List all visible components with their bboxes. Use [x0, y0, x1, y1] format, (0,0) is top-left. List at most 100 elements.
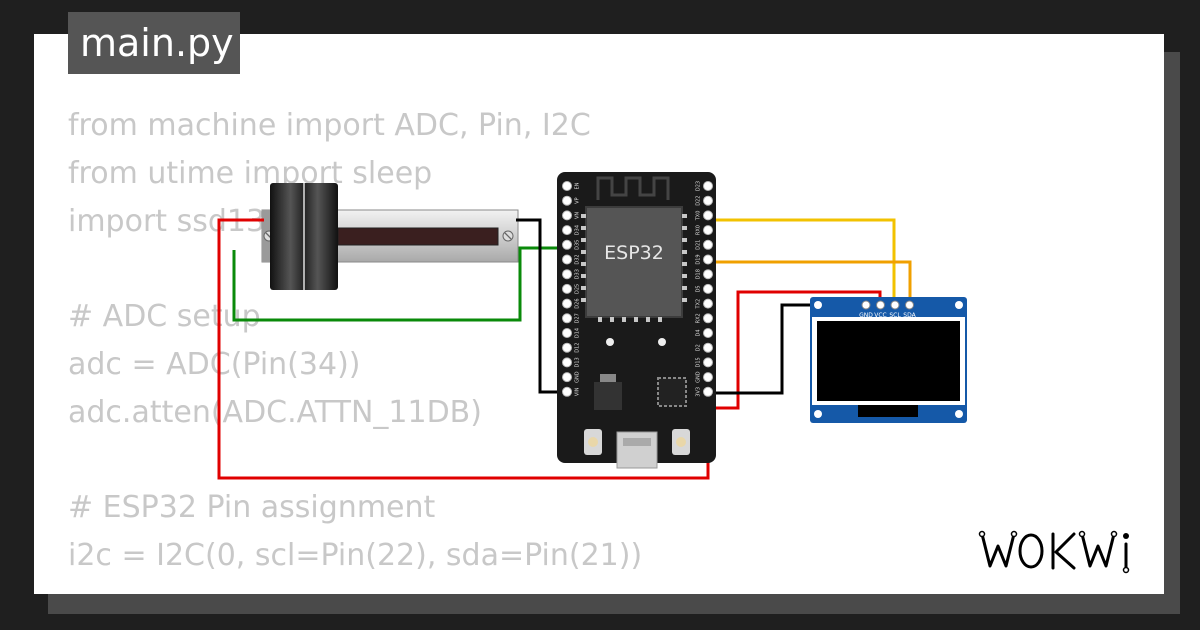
led-dot	[658, 338, 666, 346]
oled-pin-sda[interactable]	[905, 300, 914, 310]
pin-label: D34	[575, 225, 581, 235]
pin-gnd[interactable]	[562, 372, 572, 383]
pin-d23[interactable]	[703, 181, 713, 191]
pin-label: RX0	[696, 225, 702, 235]
pin-label: D4	[696, 329, 702, 336]
pin-vin[interactable]	[562, 386, 572, 397]
mount-hole	[955, 301, 963, 309]
pin-tx0[interactable]	[703, 210, 713, 221]
wire-red-oled-vcc	[708, 290, 882, 410]
pin-d35[interactable]	[562, 239, 572, 250]
pin-d25[interactable]	[562, 283, 572, 294]
pin-label: D21	[696, 240, 702, 250]
oled-pin-scl[interactable]	[890, 300, 900, 310]
pin-label: D13	[575, 357, 581, 367]
pin-d2[interactable]	[703, 342, 713, 353]
oled-pin-header[interactable]	[861, 300, 914, 310]
pin-label: D32	[575, 254, 581, 264]
pin-label: GND	[575, 371, 581, 383]
pin-en[interactable]	[562, 181, 572, 191]
wire-orange-sda	[708, 260, 912, 305]
pin-label: VN	[575, 212, 581, 219]
pin-3v3[interactable]	[703, 386, 713, 397]
pin-label: EN	[575, 182, 581, 189]
oled-pin-label: SDA	[903, 312, 916, 319]
oled-pin-label: GND	[859, 312, 873, 319]
pin-label: VP	[575, 197, 581, 203]
code-line: # ESP32 Pin assignment	[68, 490, 436, 526]
pin-label: D33	[575, 269, 581, 279]
pin-label: VIN	[575, 387, 581, 396]
mount-hole	[955, 410, 963, 418]
right-pin-labels: D23D22TX0RX0D21D19D18D5TX2RX2D4D2D15GND3…	[696, 181, 702, 397]
pin-d22[interactable]	[703, 195, 713, 206]
usb-uart-chip	[657, 377, 687, 407]
pin-label: RX2	[696, 313, 702, 323]
mount-hole	[814, 301, 822, 309]
pin-label: D19	[696, 254, 702, 264]
wokwi-logo	[978, 530, 1130, 574]
left-pin-header[interactable]	[562, 181, 572, 397]
pin-d32[interactable]	[562, 254, 572, 265]
pin-label: D2	[696, 344, 702, 351]
pin-d14[interactable]	[562, 328, 572, 338]
voltage-regulator	[594, 382, 622, 410]
pin-label: 3V3	[696, 387, 702, 397]
code-line: adc = ADC(Pin(34))	[68, 346, 361, 382]
pin-rx2[interactable]	[703, 313, 713, 324]
oled-pin-gnd[interactable]	[861, 300, 871, 310]
pin-rx0[interactable]	[703, 225, 713, 236]
pin-label: D23	[696, 181, 702, 191]
pin-d13[interactable]	[562, 357, 572, 368]
pin-d21[interactable]	[703, 239, 713, 250]
code-line: from machine import ADC, Pin, I2C	[68, 108, 591, 143]
pin-label: D27	[575, 313, 581, 323]
pin-d26[interactable]	[562, 298, 572, 309]
pin-d33[interactable]	[562, 269, 572, 280]
esp32-chip-label: ESP32	[604, 242, 664, 264]
pin-d4[interactable]	[703, 328, 713, 338]
pin-label: D25	[575, 284, 581, 294]
pin-label: D18	[696, 269, 702, 279]
pin-vp[interactable]	[562, 195, 572, 206]
oled-pin-vcc[interactable]	[876, 300, 885, 310]
wire-green-signal	[232, 246, 567, 322]
mount-hole	[814, 410, 822, 418]
esp32-board[interactable]: ESP32 ENVPVND34D35D32D33D25D26D27D14D12D…	[557, 172, 716, 469]
pin-label: D14	[575, 328, 581, 338]
oled-pin-label: VCC	[874, 312, 886, 319]
led-dot	[606, 338, 614, 346]
oled-pin-label: SCL	[889, 312, 901, 319]
pin-d15[interactable]	[703, 357, 713, 368]
micro-usb-port	[616, 431, 658, 469]
pin-d19[interactable]	[703, 254, 713, 265]
pin-label: TX2	[696, 299, 702, 310]
pot-track	[337, 227, 499, 246]
code-line: adc.atten(ADC.ATTN_11DB)	[68, 394, 482, 430]
pin-label: D35	[575, 240, 581, 250]
code-line: i2c = I2C(0, scl=Pin(22), sda=Pin(21))	[68, 538, 643, 574]
pin-d5[interactable]	[703, 283, 713, 294]
pin-label: D22	[696, 196, 702, 206]
wire-black-gnd-pot	[516, 218, 567, 394]
pin-gnd[interactable]	[703, 372, 713, 383]
pin-tx2[interactable]	[703, 298, 713, 309]
slide-potentiometer[interactable]	[261, 183, 519, 290]
pin-d18[interactable]	[703, 269, 713, 280]
right-pin-header[interactable]	[703, 181, 713, 397]
pin-d12[interactable]	[562, 342, 572, 353]
pin-label: TX0	[696, 211, 702, 222]
esp32-module	[585, 206, 683, 318]
module-castellations	[581, 214, 687, 322]
pin-label: D26	[575, 298, 581, 308]
oled-ribbon	[858, 405, 918, 417]
pin-vn[interactable]	[562, 210, 572, 221]
pin-d27[interactable]	[562, 313, 572, 324]
file-tab-main-py[interactable]: main.py	[68, 12, 240, 74]
pin-d34[interactable]	[562, 225, 572, 236]
pin-label: GND	[696, 371, 702, 383]
antenna-trace	[596, 176, 670, 200]
